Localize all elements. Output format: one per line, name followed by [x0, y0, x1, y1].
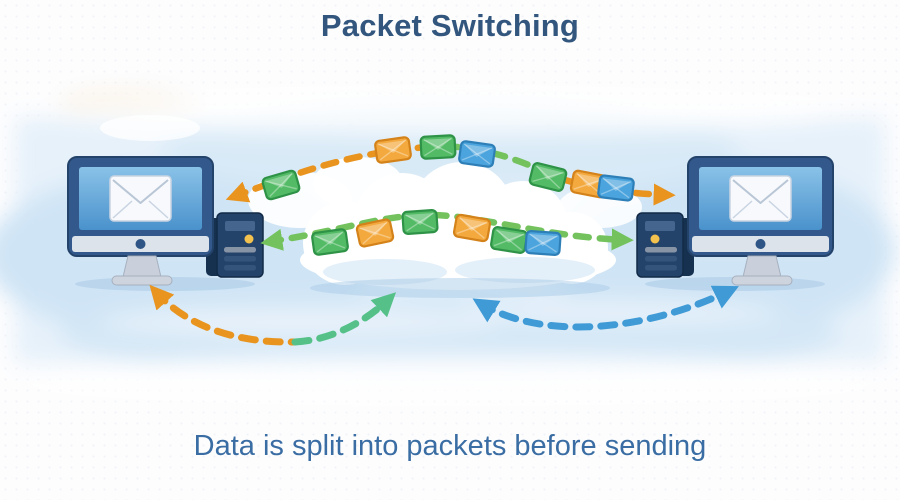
right-computer [636, 156, 834, 291]
left-monitor [67, 156, 214, 286]
middle-route-packets [311, 209, 562, 256]
right-monitor [687, 156, 834, 286]
packet-green [490, 226, 528, 254]
packet-blue [597, 174, 635, 202]
packet-blue [458, 140, 496, 168]
top-route-packets [261, 134, 635, 202]
right-server [636, 212, 694, 278]
server-led [650, 234, 660, 244]
packet-green [311, 228, 349, 256]
packet-orange [452, 213, 492, 243]
monitor-camera-dot [135, 239, 146, 249]
packet-green [261, 169, 301, 201]
packet-orange [355, 218, 395, 248]
caption-text: Data is split into packets before sendin… [193, 430, 707, 462]
packet-orange [374, 136, 412, 164]
packet-green [528, 162, 568, 192]
bottom-left-curved-arrow [149, 284, 397, 346]
packet-green [401, 209, 439, 235]
packet-blue [524, 230, 562, 256]
left-server [206, 212, 264, 278]
envelope-icon [729, 175, 792, 222]
bottom-right-curved-arrow [472, 285, 739, 331]
page-title: Packet Switching [320, 8, 580, 43]
left-computer [67, 156, 264, 291]
packet-green [419, 134, 457, 160]
top-route-left-arrow [225, 142, 449, 203]
packet-routes [149, 142, 739, 346]
envelope-icon [109, 175, 172, 222]
server-led [244, 234, 254, 244]
monitor-camera-dot [755, 239, 766, 249]
